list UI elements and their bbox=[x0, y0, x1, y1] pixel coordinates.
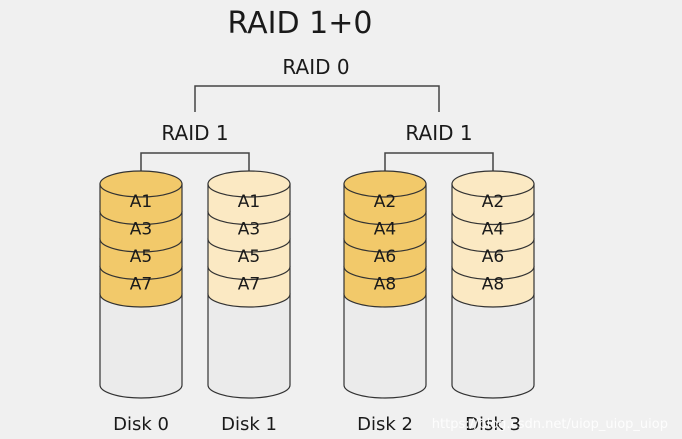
disk-1-block-label: A7 bbox=[238, 275, 260, 295]
disk-3-top-cap bbox=[451, 170, 535, 198]
disk-2-block-label: A8 bbox=[374, 275, 396, 295]
disk-1-empty-body bbox=[207, 293, 291, 399]
disk-3-empty-body bbox=[451, 293, 535, 399]
disk-2-top-cap bbox=[343, 170, 427, 198]
disk-1-top-cap bbox=[207, 170, 291, 198]
disk-0-block-label: A1 bbox=[130, 192, 152, 212]
raid0-label: RAID 0 bbox=[282, 55, 349, 79]
disk-2-block-label: A6 bbox=[374, 247, 396, 267]
disk-1-block-label: A3 bbox=[238, 220, 260, 240]
disk-3-block-label: A8 bbox=[482, 275, 504, 295]
raid1-label-right: RAID 1 bbox=[405, 121, 472, 145]
disk-2-block-label: A4 bbox=[374, 220, 396, 240]
disk-3-name: Disk 3 bbox=[465, 414, 521, 435]
disk-2-name: Disk 2 bbox=[357, 414, 413, 435]
disk-3-block-label: A4 bbox=[482, 220, 504, 240]
watermark-text: https://blog.csdn.net/uiop_uiop_uiop bbox=[432, 417, 668, 432]
raid1-label-left: RAID 1 bbox=[161, 121, 228, 145]
disk-3-block-label: A2 bbox=[482, 192, 504, 212]
disk-0-block-label: A3 bbox=[130, 220, 152, 240]
disk-1-name: Disk 1 bbox=[221, 414, 277, 435]
disk-1-block-label: A1 bbox=[238, 192, 260, 212]
disk-2-block-label: A2 bbox=[374, 192, 396, 212]
disk-0-block-label: A5 bbox=[130, 247, 152, 267]
raid1-connector-right bbox=[384, 152, 494, 178]
disk-0-name: Disk 0 bbox=[113, 414, 169, 435]
diagram-title: RAID 1+0 bbox=[228, 6, 373, 41]
disk-2-empty-body bbox=[343, 293, 427, 399]
raid0-connector bbox=[194, 85, 440, 112]
raid1-connector-left bbox=[140, 152, 250, 178]
disk-0-empty-body bbox=[99, 293, 183, 399]
disk-0-top-cap bbox=[99, 170, 183, 198]
disk-1-block-label: A5 bbox=[238, 247, 260, 267]
disk-3-block-label: A6 bbox=[482, 247, 504, 267]
disk-0-block-label: A7 bbox=[130, 275, 152, 295]
